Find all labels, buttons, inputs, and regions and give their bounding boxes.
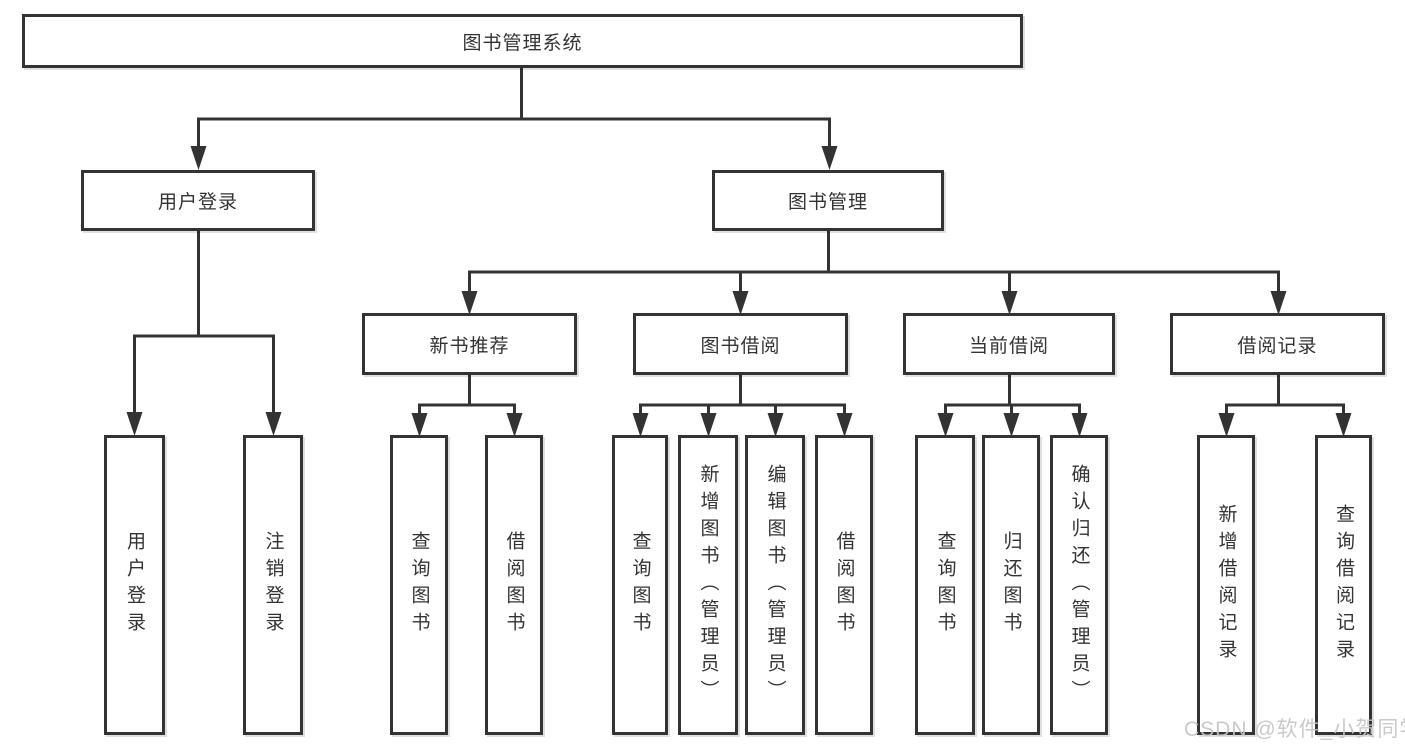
node-label: 确认归还（管理员） — [1068, 463, 1090, 707]
node-label: 查询图书 — [408, 531, 430, 639]
leaf-logout: 注销登录 — [243, 435, 303, 735]
arrow-down-icon — [732, 291, 749, 315]
arrow-down-icon — [821, 146, 838, 170]
arrow-down-icon — [461, 291, 478, 315]
node-label: 当前借阅 — [968, 335, 1049, 357]
node-label: 查询图书 — [629, 531, 651, 639]
fork-user-login — [126, 231, 282, 436]
fork-book-management — [461, 231, 1287, 315]
node-book-borrow: 图书借阅 — [633, 313, 848, 375]
arrow-down-icon — [700, 413, 717, 437]
arrow-down-icon — [126, 412, 143, 436]
leaf-query-books-recommend: 查询图书 — [390, 435, 448, 735]
node-label: 借阅图书 — [833, 531, 855, 639]
leaf-user-login: 用户登录 — [104, 435, 165, 735]
arrow-down-icon — [1071, 413, 1088, 437]
arrow-down-icon — [1270, 291, 1287, 315]
node-label: 借阅图书 — [503, 531, 525, 639]
leaf-edit-books-admin: 编辑图书（管理员） — [745, 435, 805, 735]
arrow-down-icon — [632, 413, 649, 437]
node-borrow-records: 借阅记录 — [1170, 313, 1385, 375]
node-label: 图书管理 — [787, 192, 868, 213]
node-user-login: 用户登录 — [81, 170, 315, 231]
arrow-down-icon — [506, 413, 523, 437]
leaf-query-books-current: 查询图书 — [915, 435, 975, 735]
node-label: 图书管理系统 — [462, 32, 583, 54]
leaf-return-books: 归还图书 — [982, 435, 1040, 735]
watermark: CSDN @软件_小贺同学 — [1184, 718, 1405, 741]
arrow-down-icon — [1335, 413, 1352, 437]
node-current-borrow: 当前借阅 — [903, 313, 1115, 375]
node-label: 新书推荐 — [429, 335, 510, 357]
node-label: 编辑图书（管理员） — [764, 463, 786, 707]
arrow-down-icon — [190, 146, 207, 170]
arrow-down-icon — [411, 413, 428, 437]
arrow-down-icon — [1003, 413, 1020, 437]
node-library-system: 图书管理系统 — [22, 14, 1023, 68]
node-label: 归还图书 — [1000, 531, 1022, 639]
arrow-down-icon — [836, 413, 853, 437]
arrow-down-icon — [1218, 413, 1235, 437]
node-label: 查询借阅记录 — [1333, 504, 1354, 666]
leaf-query-books-borrow: 查询图书 — [612, 435, 668, 735]
node-new-book-recommend: 新书推荐 — [362, 313, 577, 375]
node-label: 用户登录 — [157, 192, 238, 213]
fork-borrow-records — [1218, 375, 1352, 437]
fork-book-borrow — [632, 375, 853, 437]
arrow-down-icon — [767, 413, 784, 437]
node-label: 新增图书（管理员） — [697, 463, 719, 707]
leaf-query-borrow-record: 查询借阅记录 — [1315, 435, 1372, 735]
leaf-confirm-return-admin: 确认归还（管理员） — [1050, 435, 1108, 735]
node-label: 用户登录 — [124, 531, 145, 639]
leaf-borrow-books-recommend: 借阅图书 — [485, 435, 543, 735]
node-label: 借阅记录 — [1237, 335, 1318, 357]
fork-root — [190, 68, 838, 170]
leaf-add-borrow-record: 新增借阅记录 — [1197, 435, 1255, 735]
fork-current-borrow — [937, 375, 1088, 437]
leaf-borrow-books: 借阅图书 — [815, 435, 873, 735]
fork-new-book-recommend — [411, 375, 523, 437]
node-label: 查询图书 — [934, 531, 956, 639]
node-label: 注销登录 — [262, 531, 284, 639]
node-label: 新增借阅记录 — [1215, 504, 1237, 666]
arrow-down-icon — [1001, 291, 1018, 315]
node-label: 图书借阅 — [700, 335, 781, 357]
arrow-down-icon — [937, 413, 954, 437]
arrow-down-icon — [265, 412, 282, 436]
leaf-add-books-admin: 新增图书（管理员） — [678, 435, 738, 735]
node-book-management: 图书管理 — [712, 170, 944, 231]
